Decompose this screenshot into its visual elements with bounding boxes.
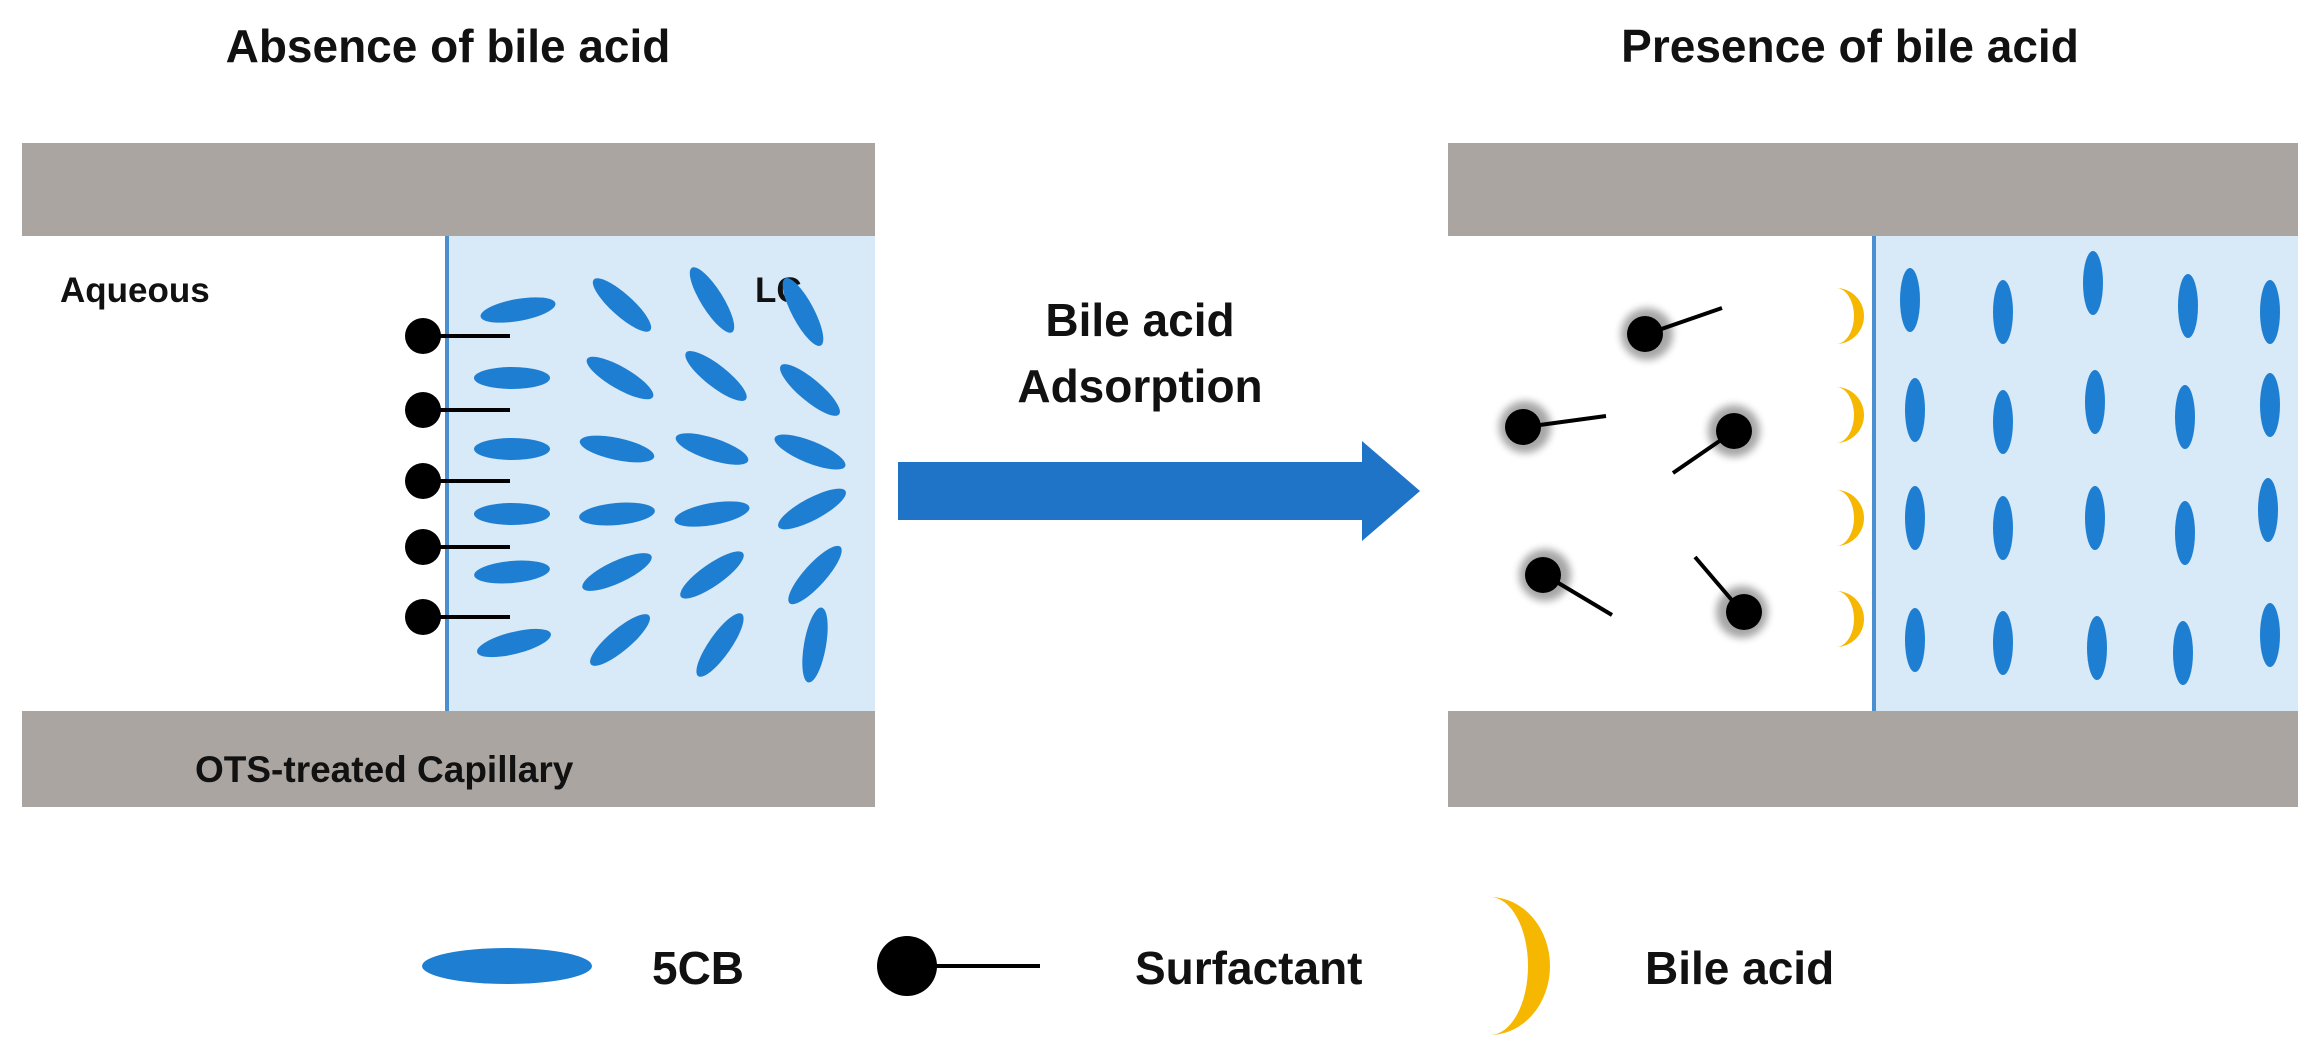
bile-acid-molecule — [1836, 288, 1864, 344]
surfactant-molecule — [405, 599, 510, 635]
left-top-wall — [22, 143, 875, 236]
5cb-molecule — [480, 297, 556, 323]
5cb-molecule — [2087, 616, 2107, 680]
5cb-molecule — [1905, 608, 1925, 672]
5cb-molecule — [2260, 603, 2280, 667]
right-top-wall — [1448, 143, 2298, 236]
5cb-molecule — [1905, 378, 1925, 442]
5cb-molecule — [680, 551, 744, 599]
legend-5cb-symbol — [422, 948, 592, 984]
bile-acid-molecule — [1836, 387, 1864, 443]
right-panel: Presence of bile acid — [1448, 20, 2298, 807]
5cb-molecule — [474, 367, 550, 389]
5cb-molecule — [2085, 486, 2105, 550]
right-lc-region — [1874, 236, 2298, 711]
left-panel: Absence of bile acid Aqueous LC OTS-trea… — [22, 20, 875, 807]
5cb-molecule — [2083, 251, 2103, 315]
right-5cb-molecules — [1900, 251, 2280, 685]
surfactant-molecule — [1693, 555, 1768, 638]
surfactant-molecule — [405, 463, 510, 499]
left-surfactants — [405, 318, 510, 635]
legend-surfactant-label: Surfactant — [1135, 942, 1362, 994]
right-bottom-wall — [1448, 711, 2298, 807]
5cb-molecule — [675, 433, 749, 465]
arrow-shape — [898, 441, 1420, 541]
5cb-molecule — [1905, 486, 1925, 550]
5cb-molecule — [696, 613, 744, 677]
5cb-molecule — [579, 502, 655, 526]
5cb-molecule — [1993, 611, 2013, 675]
5cb-molecule — [474, 503, 550, 525]
bile-acid-molecule — [1836, 591, 1864, 647]
left-bottom-wall — [22, 711, 875, 807]
right-surfactants — [1499, 306, 1768, 638]
surfactant-molecule — [405, 392, 510, 428]
legend-5cb-label: 5CB — [652, 942, 744, 994]
surfactant-molecule — [1621, 306, 1723, 360]
5cb-molecule — [778, 488, 846, 530]
5cb-molecule — [2178, 274, 2198, 338]
5cb-molecule — [788, 545, 842, 605]
5cb-molecule — [579, 435, 655, 463]
5cb-molecule — [1993, 496, 2013, 560]
5cb-molecule — [582, 553, 652, 591]
5cb-molecule — [674, 501, 750, 527]
aqueous-label: Aqueous — [60, 271, 210, 310]
legend-bile-acid-symbol — [1490, 897, 1550, 1035]
left-5cb-molecules — [474, 267, 846, 683]
5cb-molecule — [2258, 478, 2278, 542]
5cb-molecule — [689, 267, 735, 333]
5cb-molecule — [1993, 390, 2013, 454]
5cb-molecule — [590, 614, 650, 666]
legend-surfactant-symbol — [877, 936, 1040, 996]
5cb-molecule — [474, 438, 550, 460]
5cb-molecule — [802, 607, 828, 683]
legend: 5CB Surfactant Bile acid — [422, 897, 1834, 1035]
surfactant-molecule — [1519, 549, 1614, 617]
5cb-molecule — [685, 351, 747, 401]
surfactant-molecule — [405, 318, 510, 354]
adsorption-arrow: Bile acid Adsorption — [898, 294, 1420, 541]
arrow-label-line2: Adsorption — [1017, 360, 1262, 412]
5cb-molecule — [477, 628, 551, 658]
5cb-molecule — [774, 434, 846, 470]
5cb-molecule — [2085, 370, 2105, 434]
legend-bile-acid-label: Bile acid — [1645, 942, 1834, 994]
right-panel-title: Presence of bile acid — [1621, 20, 2079, 72]
surfactant-molecule — [1671, 405, 1760, 475]
bile-acid-molecule — [1836, 490, 1864, 546]
5cb-molecule — [1900, 268, 1920, 332]
left-panel-title: Absence of bile acid — [226, 20, 671, 72]
5cb-molecule — [780, 364, 840, 416]
arrow-label-line1: Bile acid — [1045, 294, 1234, 346]
5cb-molecule — [2260, 280, 2280, 344]
5cb-molecule — [2175, 501, 2195, 565]
5cb-molecule — [1993, 280, 2013, 344]
5cb-molecule — [2175, 385, 2195, 449]
5cb-molecule — [592, 278, 652, 332]
adsorbed-bile-acids — [1836, 288, 1864, 647]
5cb-molecule — [586, 356, 654, 400]
surfactant-molecule — [405, 529, 510, 565]
surfactant-molecule — [1499, 401, 1607, 453]
5cb-molecule — [782, 278, 824, 346]
5cb-molecule — [2260, 373, 2280, 437]
capillary-label: OTS-treated Capillary — [195, 749, 574, 790]
5cb-molecule — [474, 560, 550, 584]
5cb-molecule — [2173, 621, 2193, 685]
